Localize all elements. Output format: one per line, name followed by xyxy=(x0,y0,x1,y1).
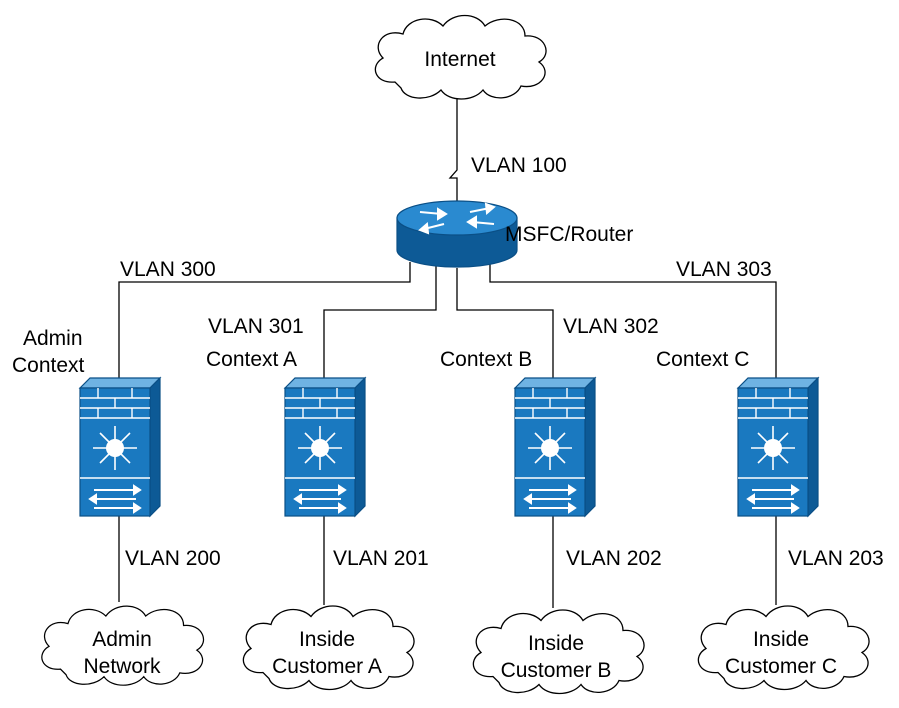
wires xyxy=(118,96,777,608)
router-icon xyxy=(396,200,518,268)
customer-b-label-line2: Customer B xyxy=(501,659,612,682)
context-b-uplink-wire xyxy=(456,268,554,380)
vlan-context-b-inside-label: VLAN 202 xyxy=(566,547,662,570)
vlan-admin-label: VLAN 300 xyxy=(120,258,216,281)
vlan-context-c-label: VLAN 303 xyxy=(676,258,772,281)
context-a-label: Context A xyxy=(206,348,297,371)
context-a-uplink-wire xyxy=(323,266,437,380)
admin-context-label-line1: Admin xyxy=(23,327,83,350)
customer-c-label-line1: Inside xyxy=(753,628,809,651)
vlan-context-a-inside-label: VLAN 201 xyxy=(333,547,429,570)
admin-network-cloud: Admin Network xyxy=(41,605,205,686)
admin-context-firewall-icon xyxy=(79,377,161,517)
context-a-firewall-icon xyxy=(284,377,366,517)
customer-b-label-line1: Inside xyxy=(528,632,584,655)
admin-context-label-line2: Context xyxy=(12,354,85,377)
uplink-wire xyxy=(448,96,458,205)
customer-a-label-line1: Inside xyxy=(299,628,355,651)
vlan-context-b-label: VLAN 302 xyxy=(563,315,659,338)
router-label: MSFC/Router xyxy=(505,223,633,246)
context-c-label: Context C xyxy=(656,348,749,371)
vlan-admin-inside-label: VLAN 200 xyxy=(125,547,221,570)
internet-cloud: Internet xyxy=(374,14,547,100)
admin-network-label-line2: Network xyxy=(83,655,161,678)
context-c-firewall-icon xyxy=(737,377,819,517)
vlan-uplink-label: VLAN 100 xyxy=(471,154,567,177)
vlan-context-a-label: VLAN 301 xyxy=(208,315,304,338)
internet-label: Internet xyxy=(424,48,495,71)
customer-b-cloud: Inside Customer B xyxy=(472,609,645,695)
context-b-firewall-icon xyxy=(514,377,596,517)
customer-c-label-line2: Customer C xyxy=(725,655,837,678)
context-b-label: Context B xyxy=(440,348,532,371)
customer-a-label-line2: Customer A xyxy=(272,655,382,678)
admin-network-label-line1: Admin xyxy=(92,628,152,651)
customer-a-cloud: Inside Customer A xyxy=(242,605,415,691)
customer-c-cloud: Inside Customer C xyxy=(697,605,870,691)
admin-uplink-wire xyxy=(118,262,411,380)
vlan-context-c-inside-label: VLAN 203 xyxy=(788,547,884,570)
context-c-uplink-wire xyxy=(489,262,777,380)
